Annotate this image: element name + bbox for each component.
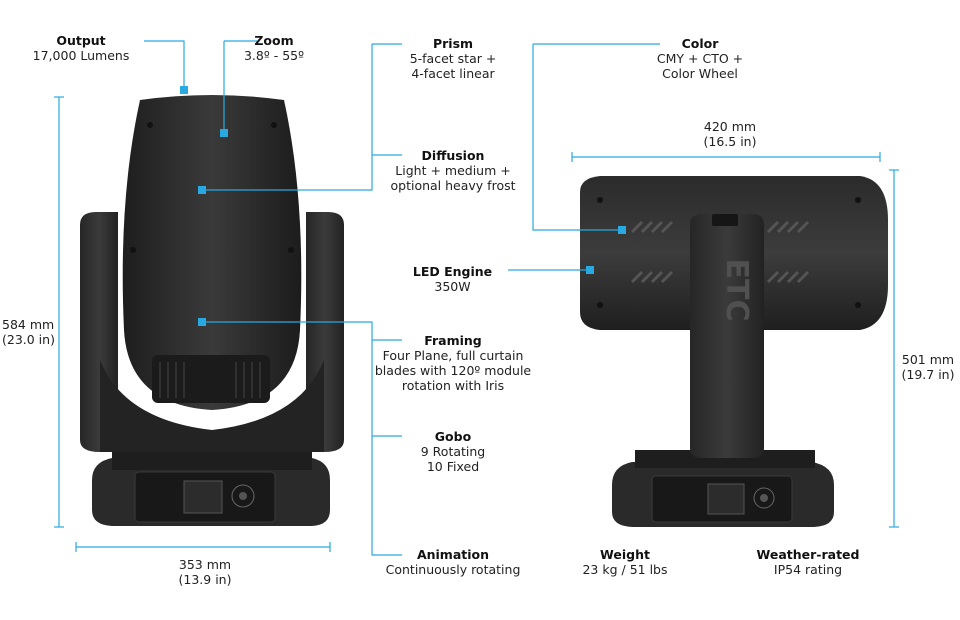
callout-text: Light + medium + [395, 163, 511, 178]
callout-zoom: Zoom 3.8º - 55º [234, 33, 314, 63]
dimension-height-front: 584 mm (23.0 in) [0, 317, 58, 347]
callout-output: Output 17,000 Lumens [23, 33, 139, 63]
callout-diffusion: Diffusion Light + medium + optional heav… [383, 148, 523, 193]
callout-text: 10 Fixed [426, 459, 480, 474]
callout-markers [180, 86, 626, 326]
dimension-text: 420 mm [703, 119, 757, 134]
callout-animation: Animation Continuously rotating [383, 547, 523, 577]
callout-text: 23 kg / 51 lbs [582, 562, 668, 577]
callout-leader-lines [144, 40, 660, 556]
callout-gobo: Gobo 9 Rotating 10 Fixed [403, 429, 503, 474]
callout-text: rotation with Iris [401, 378, 505, 393]
callout-title: LED Engine [412, 264, 493, 279]
callout-led-engine: LED Engine 350W [405, 264, 500, 294]
callout-text: 3.8º - 55º [243, 48, 305, 63]
callout-title: Zoom [254, 33, 294, 48]
callout-text: Continuously rotating [385, 562, 521, 577]
callout-text: Four Plane, full curtain [382, 348, 524, 363]
callout-title: Output [56, 33, 106, 48]
callout-title: Weight [600, 547, 650, 562]
dimension-text: (16.5 in) [703, 134, 757, 149]
callout-title: Prism [432, 36, 474, 51]
callout-title: Gobo [434, 429, 472, 444]
callout-title: Color [681, 36, 719, 51]
dimension-text: (13.9 in) [178, 572, 232, 587]
dimension-height-side: 501 mm (19.7 in) [897, 352, 959, 382]
callout-title: Animation [416, 547, 490, 562]
dimension-lines [54, 96, 899, 552]
dimension-text: (23.0 in) [2, 332, 55, 347]
callout-weight: Weight 23 kg / 51 lbs [570, 547, 680, 577]
callout-color: Color CMY + CTO + Color Wheel [640, 36, 760, 81]
etc-logo: ETC [719, 259, 754, 322]
dimension-text: 584 mm [2, 317, 55, 332]
front-view-fixture [80, 95, 344, 526]
callout-text: 5-facet star + [409, 51, 497, 66]
side-view-fixture: ETC [580, 176, 888, 527]
callout-framing: Framing Four Plane, full curtain blades … [373, 333, 533, 393]
callout-text: CMY + CTO + [656, 51, 744, 66]
callout-text: 17,000 Lumens [32, 48, 130, 63]
dimension-text: 501 mm [901, 352, 955, 367]
dimension-width-front: 353 mm (13.9 in) [160, 557, 250, 587]
callout-title: Diffusion [421, 148, 485, 163]
callout-text: optional heavy frost [390, 178, 516, 193]
callout-title: Weather-rated [756, 547, 860, 562]
callout-prism: Prism 5-facet star + 4-facet linear [393, 36, 513, 81]
callout-text: 4-facet linear [411, 66, 495, 81]
dimension-depth-side: 420 mm (16.5 in) [690, 119, 770, 149]
dimension-text: (19.7 in) [901, 367, 955, 382]
callout-text: blades with 120º module [374, 363, 532, 378]
callout-title: Framing [424, 333, 482, 348]
callout-text: Color Wheel [662, 66, 738, 81]
dimension-text: 353 mm [178, 557, 232, 572]
callout-text: 9 Rotating [420, 444, 486, 459]
callout-text: IP54 rating [773, 562, 843, 577]
callout-text: 350W [434, 279, 471, 294]
callout-weather-rated: Weather-rated IP54 rating [748, 547, 868, 577]
